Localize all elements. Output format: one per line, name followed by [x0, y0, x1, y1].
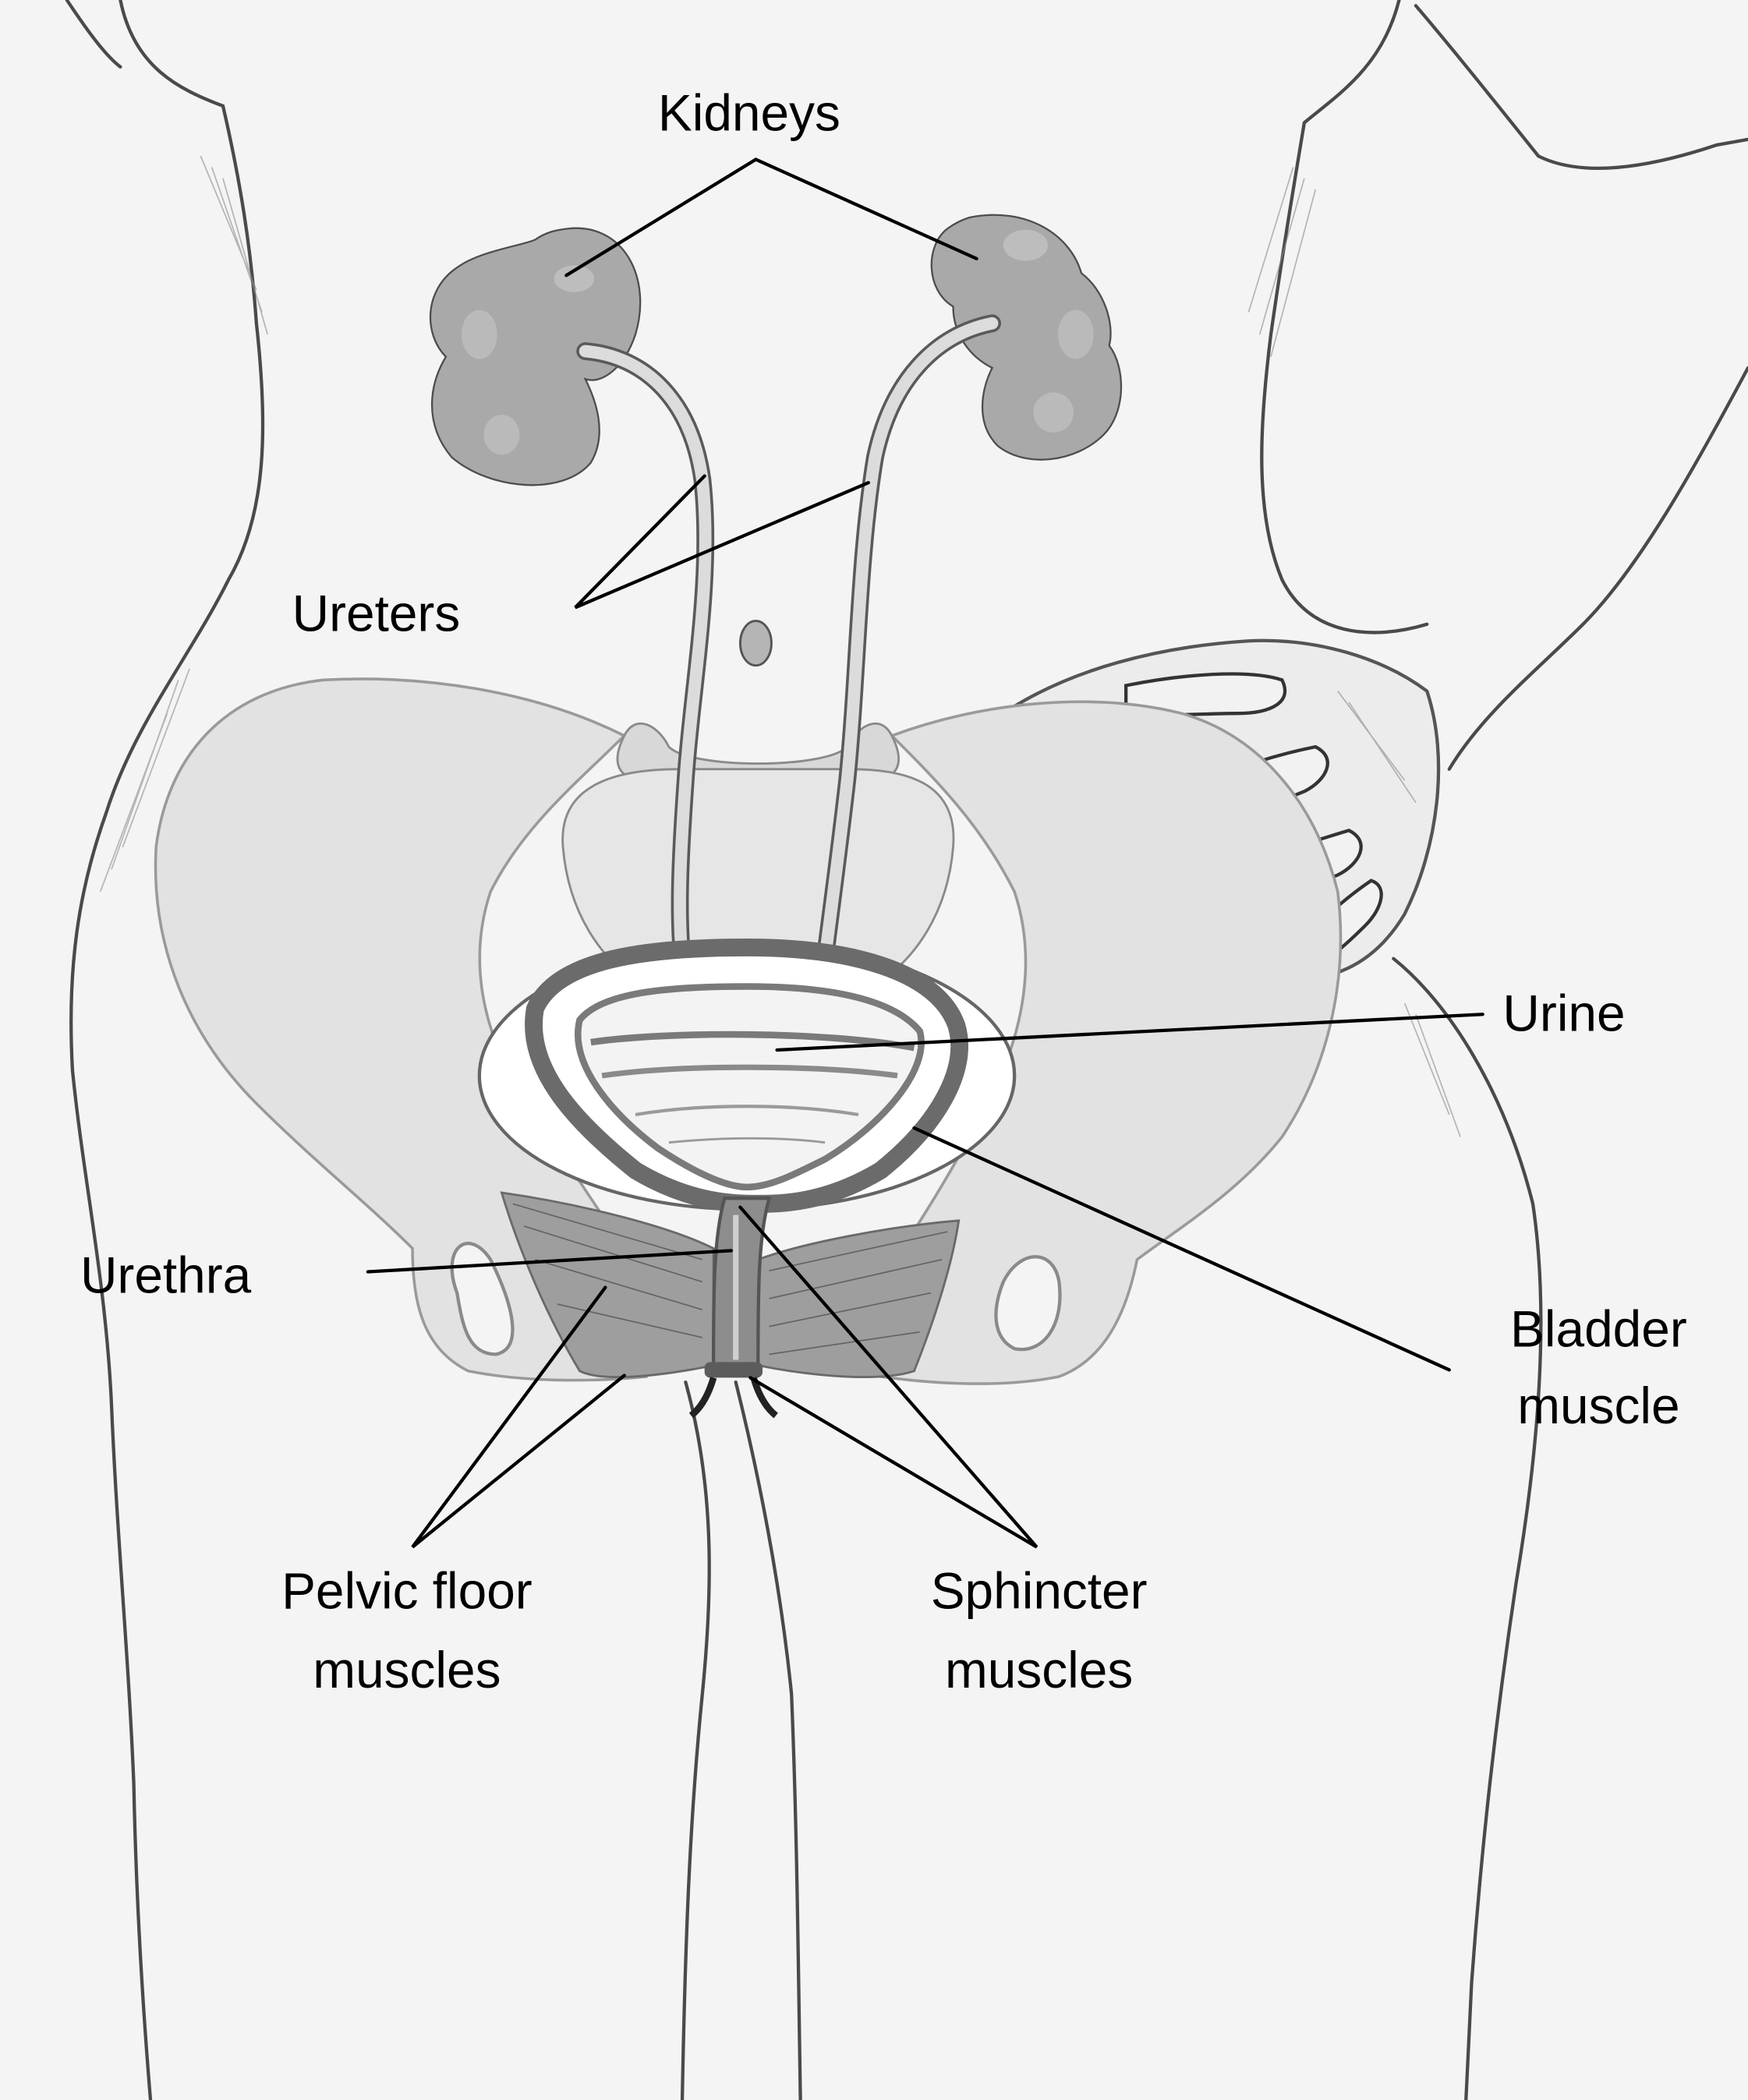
label-kidneys: Kidneys	[658, 83, 840, 141]
bladder-muscle-leader	[912, 1126, 1451, 1372]
urethra-leader	[366, 1249, 734, 1274]
label-bladder-muscle-line2: muscle	[1517, 1377, 1679, 1434]
torso-outline	[65, 0, 1748, 2100]
right-kidney	[930, 214, 1123, 461]
pelvic-floor-leader	[411, 1285, 626, 1549]
label-sphincter-line1: Sphincter	[931, 1561, 1148, 1619]
pelvic-floor-muscles	[500, 1191, 961, 1379]
leader-lines	[366, 157, 1484, 1549]
sphincter-leader	[738, 1205, 1039, 1549]
sphincter-muscles	[688, 1362, 778, 1419]
label-sphincter-line2: muscles	[945, 1641, 1133, 1699]
label-urethra: Urethra	[80, 1246, 252, 1304]
urine-leader	[775, 1013, 1484, 1052]
left-ureter	[576, 342, 715, 968]
label-pelvic-floor-line1: Pelvic floor	[281, 1561, 533, 1619]
label-ureters: Ureters	[292, 584, 461, 642]
navel	[738, 620, 773, 667]
left-kidney	[429, 227, 642, 486]
labels: Kidneys Ureters Urine Bladder muscle Ure…	[80, 83, 1687, 1698]
label-bladder-muscle-line1: Bladder	[1510, 1299, 1687, 1357]
label-pelvic-floor-line2: muscles	[313, 1641, 501, 1699]
kidneys-leader	[564, 157, 978, 278]
ureters-leader	[574, 474, 870, 610]
right-ureter	[816, 314, 1002, 968]
bladder	[525, 939, 968, 1213]
label-urine: Urine	[1502, 985, 1625, 1042]
